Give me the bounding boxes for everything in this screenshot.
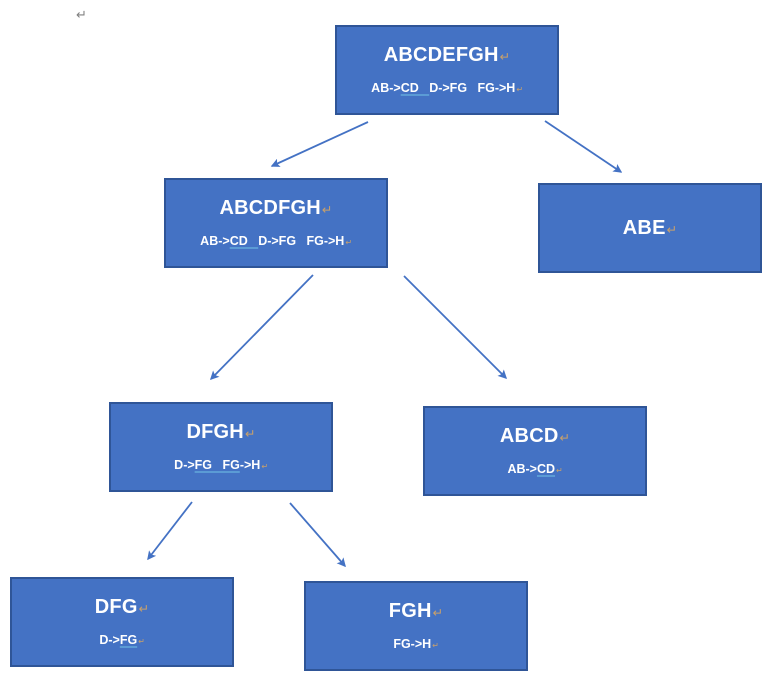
rule-segment: AB-> — [507, 462, 537, 477]
node-box-fgh[interactable]: FGH↵FG->H↵ — [304, 581, 528, 671]
node-rules-abcd: AB->CD↵ — [507, 462, 562, 476]
node-box-abe[interactable]: ABE↵ — [538, 183, 762, 273]
node-rules-fgh: FG->H↵ — [393, 637, 438, 651]
return-mark-icon: ↵ — [138, 637, 145, 647]
edge-dfgh-dfg[interactable] — [147, 501, 193, 561]
node-rules-dfgh: D->FG FG->H↵ — [174, 458, 268, 472]
return-mark-icon: ↵ — [556, 466, 563, 476]
node-box-abcdefgh[interactable]: ABCDEFGH↵AB->CD D->FG FG->H↵ — [335, 25, 559, 115]
node-title-abcd: ABCD↵ — [499, 425, 571, 448]
node-box-dfgh[interactable]: DFGH↵D->FG FG->H↵ — [109, 402, 333, 492]
return-mark-icon: ↵ — [244, 427, 256, 442]
rule-underlined-segment: CD — [229, 234, 259, 249]
node-title-fgh: FGH↵ — [388, 600, 444, 623]
rule-segment: D->FG FG->H — [258, 234, 345, 249]
node-box-dfg[interactable]: DFG↵D->FG↵ — [10, 577, 234, 667]
rule-segment: AB-> — [200, 234, 230, 249]
node-title-dfgh: DFGH↵ — [186, 421, 256, 444]
edge-abcdefgh-abcdfgh[interactable] — [270, 121, 369, 167]
rule-underlined-segment: FG FG — [194, 458, 240, 473]
node-title-abe: ABE↵ — [622, 216, 678, 239]
return-mark-icon: ↵ — [261, 462, 268, 472]
node-rules-abcdefgh: AB->CD D->FG FG->H↵ — [371, 81, 523, 95]
return-mark-icon: ↵ — [559, 431, 571, 446]
rule-segment: D->FG FG->H — [429, 81, 516, 96]
paragraph-mark-icon: ↵ — [76, 7, 87, 22]
rule-segment: ->H — [239, 458, 261, 473]
rule-segment: D-> — [99, 633, 120, 648]
return-mark-icon: ↵ — [321, 203, 333, 218]
edge-dfgh-fgh[interactable] — [289, 502, 346, 568]
rule-underlined-segment: CD — [400, 81, 430, 96]
node-rules-dfg: D->FG↵ — [99, 633, 144, 647]
rule-segment: AB-> — [371, 81, 401, 96]
node-title-dfg: DFG↵ — [94, 596, 150, 619]
node-box-abcdfgh[interactable]: ABCDFGH↵AB->CD D->FG FG->H↵ — [164, 178, 388, 268]
rule-segment: D-> — [174, 458, 195, 473]
return-mark-icon: ↵ — [666, 222, 678, 237]
rule-underlined-segment: FG — [119, 633, 138, 648]
return-mark-icon: ↵ — [345, 238, 352, 248]
edge-abcdfgh-abcd[interactable] — [403, 275, 508, 380]
node-box-abcd[interactable]: ABCD↵AB->CD↵ — [423, 406, 647, 496]
return-mark-icon: ↵ — [516, 85, 523, 95]
edge-abcdfgh-dfgh[interactable] — [209, 274, 314, 381]
return-mark-icon: ↵ — [499, 50, 511, 65]
node-title-abcdfgh: ABCDFGH↵ — [219, 197, 333, 220]
return-mark-icon: ↵ — [138, 602, 150, 617]
node-rules-abcdfgh: AB->CD D->FG FG->H↵ — [200, 234, 352, 248]
node-title-abcdefgh: ABCDEFGH↵ — [383, 44, 511, 67]
return-mark-icon: ↵ — [432, 641, 439, 651]
edge-abcdefgh-abe[interactable] — [544, 120, 623, 173]
rule-underlined-segment: CD — [536, 462, 556, 477]
rule-segment: FG->H — [393, 637, 432, 652]
return-mark-icon: ↵ — [432, 606, 444, 621]
